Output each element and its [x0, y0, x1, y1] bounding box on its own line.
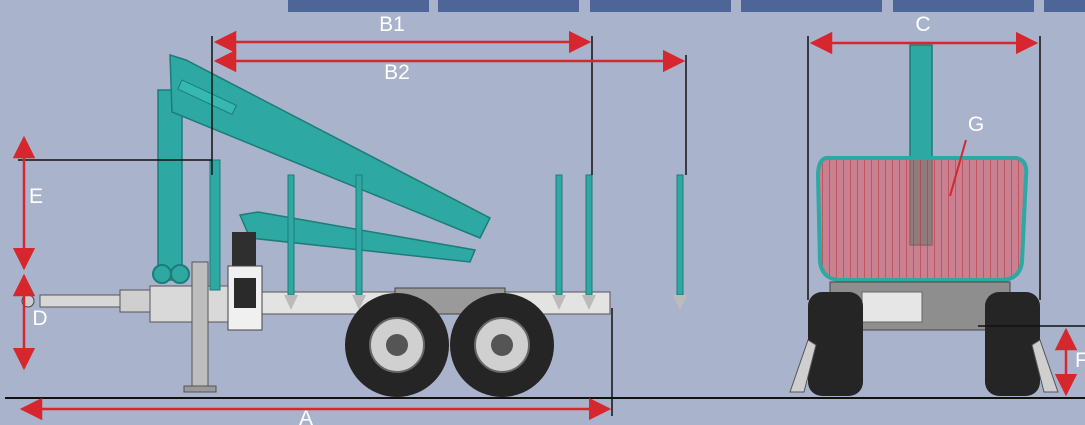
- dimension-a: [19, 308, 613, 421]
- wheel-front: [345, 293, 449, 397]
- header-tab-4: [741, 0, 882, 12]
- label-b2: B2: [384, 61, 410, 84]
- front-view: [789, 44, 1059, 396]
- main-boom: [169, 53, 492, 239]
- header-tab-2: [438, 0, 579, 12]
- label-a: A: [299, 407, 313, 425]
- label-e: E: [29, 185, 43, 208]
- crane-column: [152, 89, 221, 291]
- header-tab-6: [1044, 0, 1085, 12]
- stakes: [284, 174, 687, 310]
- stabilizer-left: [789, 339, 817, 393]
- dimension-g-pointer: [949, 139, 967, 197]
- side-view: [21, 53, 687, 397]
- stabilizer-right: [1031, 339, 1059, 393]
- label-f: F: [1075, 349, 1085, 372]
- grapple: [227, 232, 263, 331]
- wheel-rear: [450, 293, 554, 397]
- header-tab-1: [288, 0, 429, 12]
- dimension-f: [978, 325, 1085, 397]
- dimension-c: [807, 31, 1041, 300]
- front-tyre-right: [985, 292, 1040, 396]
- dimension-b2: [213, 49, 687, 175]
- support-leg: [183, 261, 217, 393]
- front-tyre-left: [808, 292, 863, 396]
- header-tab-5: [893, 0, 1034, 12]
- boom-cylinder: [177, 79, 238, 116]
- label-g: G: [968, 113, 984, 136]
- header-tab-3: [590, 0, 731, 12]
- label-d: D: [32, 307, 47, 330]
- label-b1: B1: [379, 13, 405, 36]
- label-c: C: [915, 13, 930, 36]
- payload-area: [815, 156, 1029, 282]
- dimension-e: [12, 135, 212, 271]
